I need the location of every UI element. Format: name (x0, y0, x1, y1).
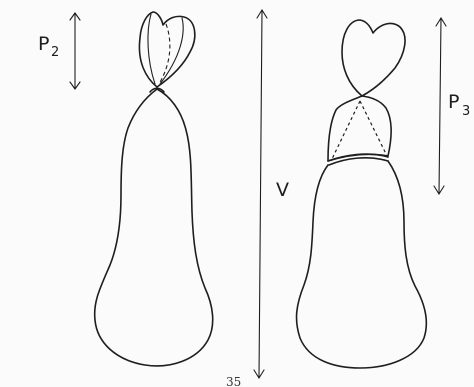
p2-subscript: 2 (51, 45, 59, 60)
p2-arrow (70, 13, 80, 89)
left-body (95, 89, 213, 366)
p2-label: P (38, 33, 49, 55)
left-flask: P 2 (38, 12, 213, 366)
p3-arrow (434, 18, 446, 194)
page-number: 35 (226, 375, 241, 387)
right-top-bulb (342, 20, 405, 96)
right-body (297, 161, 427, 368)
v-label: V (276, 179, 289, 201)
p3-subscript: 3 (462, 104, 470, 119)
v-arrow (254, 10, 267, 378)
right-flask (297, 18, 446, 368)
left-top-bulb (139, 12, 194, 87)
p3-label: P (448, 91, 459, 113)
right-middle-section (328, 96, 391, 161)
